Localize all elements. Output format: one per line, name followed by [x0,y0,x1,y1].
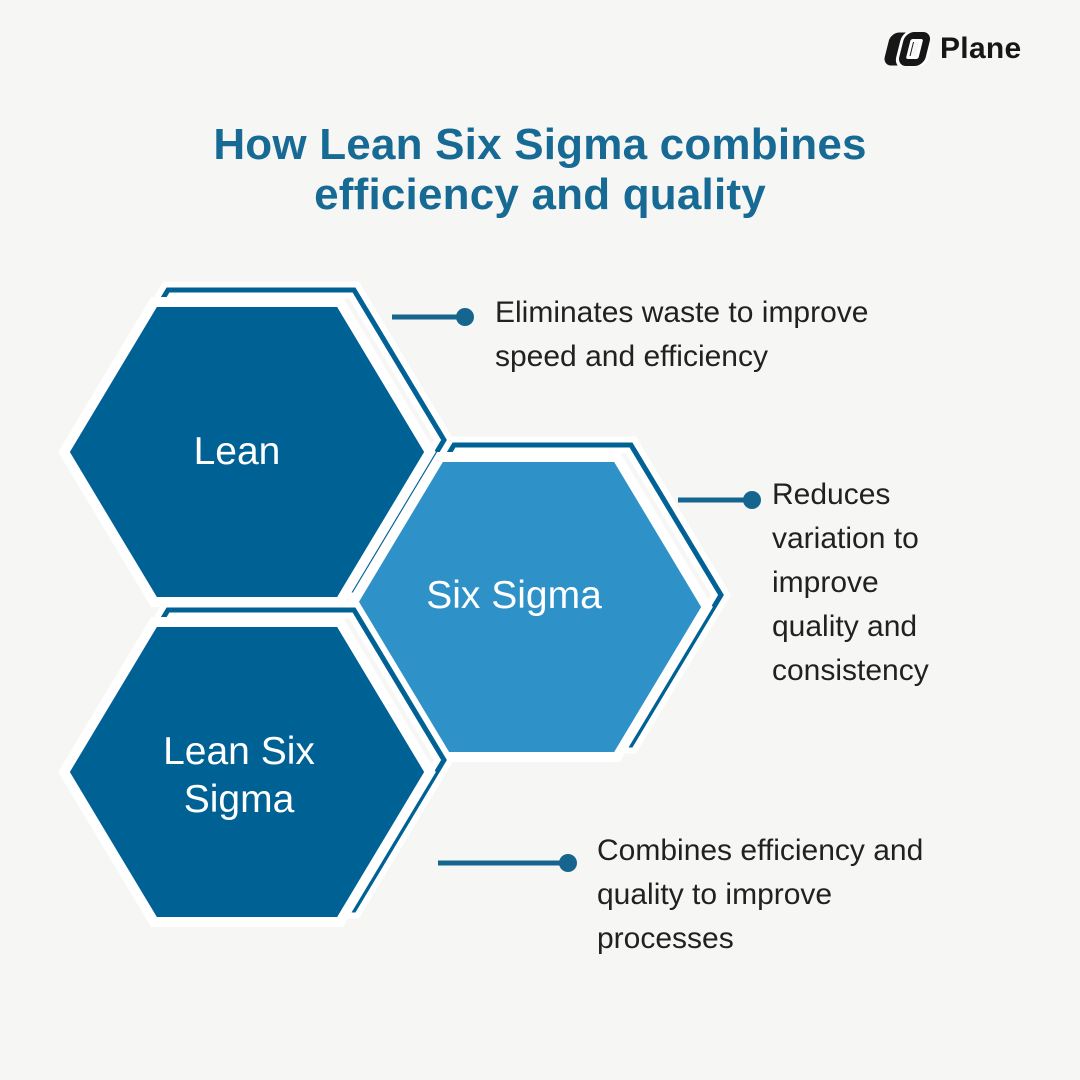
hexagon-label-lean: Lean [193,430,281,473]
hexagon-lean [58,281,454,607]
annotation-lean: Eliminates waste to improve speed and ef… [495,296,869,373]
connector-dot [743,491,761,509]
brand-logo: Plane [882,32,1022,66]
hexagon-label-six-sigma: Six Sigma [426,574,602,617]
annotation-lean-six-sigma: Combines efficiency and quality to impro… [597,834,924,955]
hexagon-six-sigma [344,436,731,762]
page-title: How Lean Six Sigma combines efficiency a… [213,120,867,219]
annotation-six-sigma: Reduces variation to improve quality and… [772,478,929,687]
plane-logo-icon [884,32,930,66]
connector-lean-six-sigma [438,854,577,872]
hexagon-lean-six-sigma [58,601,454,927]
hexagon-label-lean-six-sigma: Lean Six Sigma [163,730,315,821]
connector-dot [559,854,577,872]
brand-name: Plane [940,32,1022,65]
connector-lean [392,308,474,326]
connector-dot [456,308,474,326]
connector-six-sigma [678,491,761,509]
